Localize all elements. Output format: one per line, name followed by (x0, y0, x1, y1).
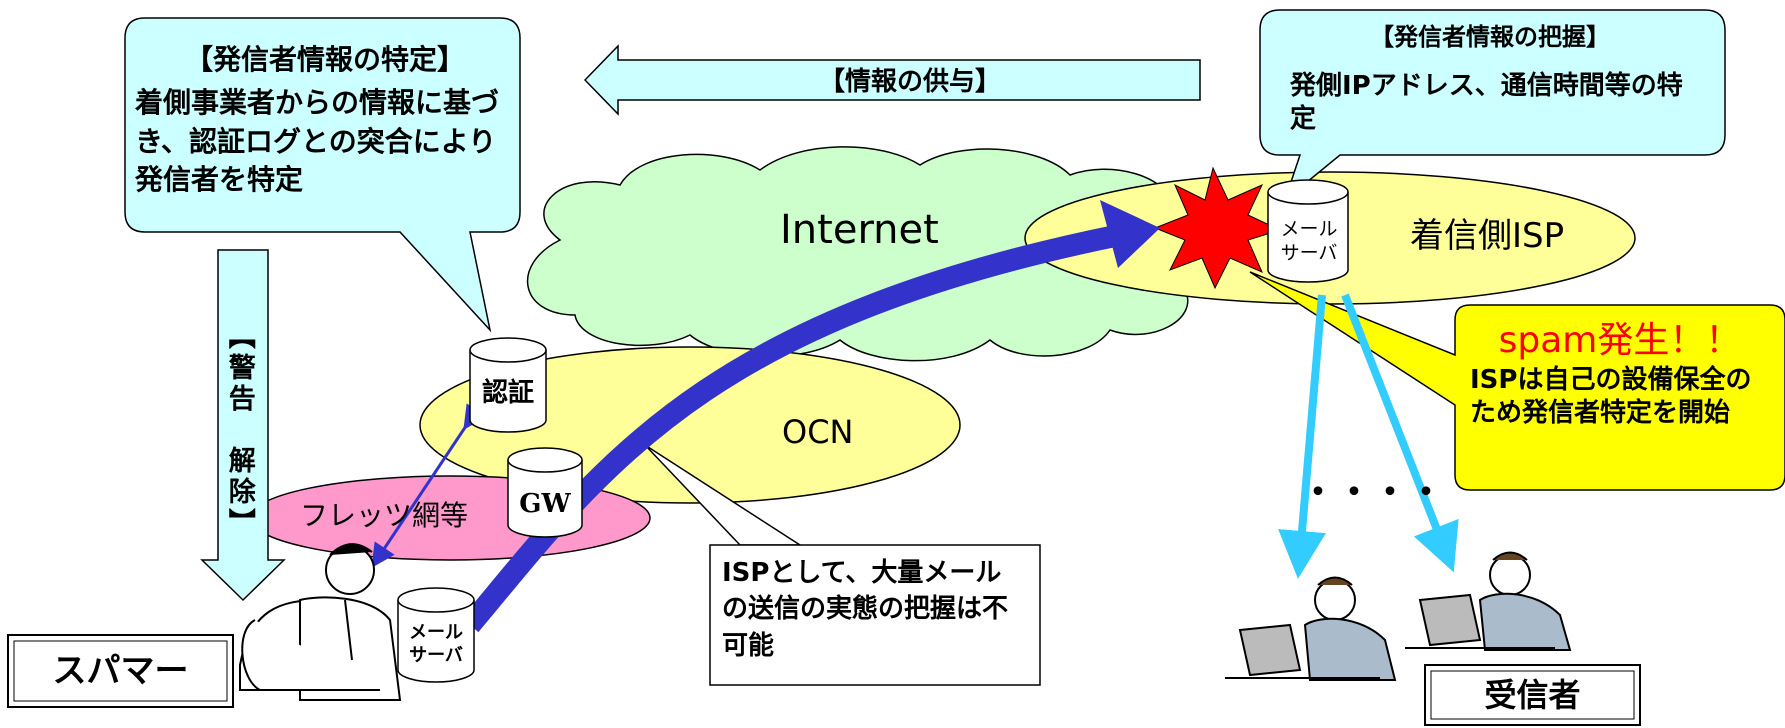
isp-box (709, 544, 1041, 686)
callout-left-title: 【発信者情報の特定】 (184, 43, 465, 76)
spammer-label: スパマー (52, 651, 189, 691)
person-at-computer-icon (239, 543, 402, 701)
gw-label: GW (519, 489, 571, 519)
spam-flow-arrowhead (1100, 200, 1160, 268)
recv-mail-server-label: メール サーバ (1280, 218, 1338, 264)
gw-server-icon (507, 447, 583, 538)
delivery-arrow-1 (1278, 294, 1326, 579)
cloud-label: Internet (780, 207, 939, 253)
spam-flow-arrow (461, 224, 1123, 633)
callout-right-bubble (1259, 9, 1726, 203)
ocn-label: OCN (782, 413, 854, 451)
laptop-user-icon (1225, 576, 1397, 681)
isp-box-text: ISPとして、大量メールの送信の実態の把握は不可能 (722, 558, 1009, 661)
auth-link-arrow (371, 403, 487, 568)
callout-right-title: 【発信者情報の把握】 (1370, 23, 1610, 51)
receiver-label: 受信者 (1484, 676, 1581, 714)
receiver-label-box (1424, 664, 1641, 726)
recv-isp-label: 着信側ISP (1410, 216, 1565, 256)
explosion-icon (1153, 166, 1282, 290)
auth-server-icon (469, 337, 547, 433)
info-arrow (583, 44, 1201, 116)
flets-label: フレッツ網等 (300, 499, 469, 532)
laptop-user-icon-2 (1405, 551, 1572, 651)
spammer-mail-server-label: メール サーバ (409, 622, 463, 666)
spam-callout-bubble (1249, 271, 1785, 491)
delivery-arrow-2 (1341, 293, 1459, 573)
callout-left-body: 着側事業者からの情報に基づき、認証ログとの突合により発信者を特定 (135, 86, 500, 197)
spammer-mail-server-icon (397, 587, 475, 683)
spam-title: spam発生！！ (1498, 320, 1742, 361)
warning-label: 【警告 解除】 (223, 322, 255, 539)
recv-mail-server-icon (1267, 179, 1349, 283)
warning-arrow (200, 249, 286, 602)
info-arrow-label: 【情報の供与】 (818, 67, 1001, 97)
spammer-label-box (7, 634, 234, 708)
callout-left-bubble (124, 17, 521, 333)
spam-body: ISPは自己の設備保全のため発信者特定を開始 (1470, 365, 1752, 428)
callout-right-body: 発側IPアドレス、通信時間等の特定 (1290, 71, 1683, 134)
auth-server-label: 認証 (481, 378, 534, 408)
more-receivers-dots: ・・・・ (1300, 472, 1445, 513)
